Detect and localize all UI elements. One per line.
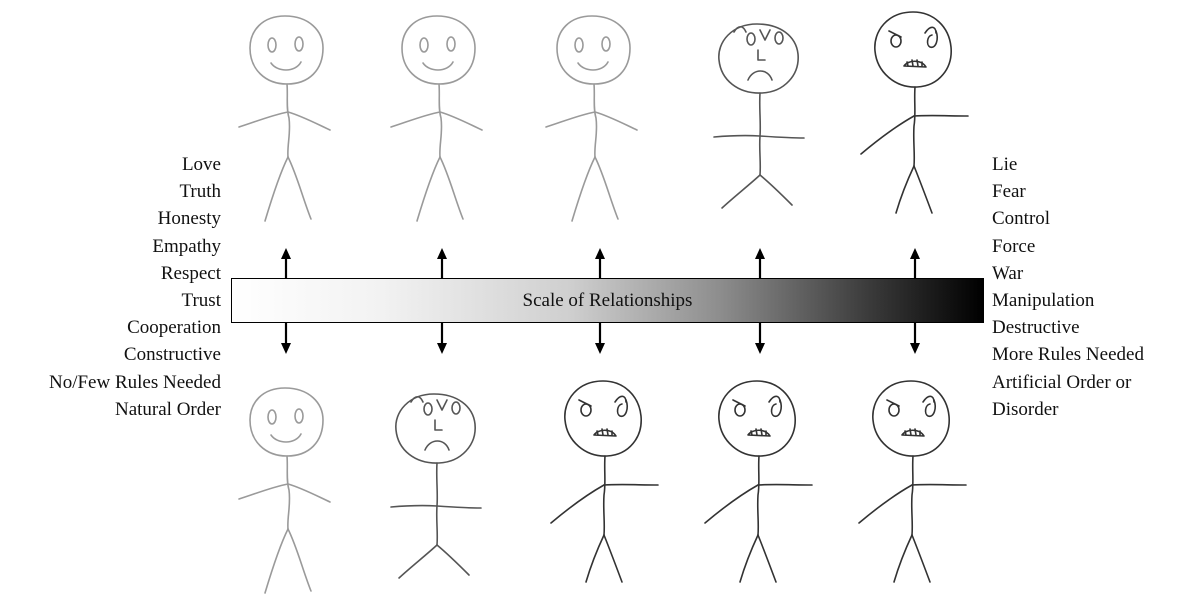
negative-trait: Fear: [992, 181, 1026, 203]
positive-trait: Honesty: [157, 208, 221, 230]
negative-trait: War: [992, 262, 1024, 284]
positive-trait: Love: [181, 154, 221, 175]
arrow-up-icon: [753, 246, 767, 281]
top-figure-5-angry-stick-figure-icon: [860, 11, 969, 214]
positive-trait: Empathy: [152, 235, 221, 257]
bottom-figure-2-sad-stick-figure-icon: [390, 393, 482, 579]
negative-traits-list: Lie Fear Control Force War Manipulation …: [992, 151, 1144, 423]
bottom-figure-4-angry-stick-figure-icon: [704, 380, 813, 583]
positive-trait: Cooperation: [127, 317, 221, 339]
arrow-up-icon: [279, 246, 293, 281]
arrow-up-icon: [908, 246, 922, 281]
positive-traits-list: Love Truth Honesty Empathy Respect Trust…: [49, 151, 221, 423]
bottom-figure-3-angry-stick-figure-icon: [550, 380, 659, 583]
positive-trait: Trust: [181, 290, 221, 312]
arrow-down-icon: [753, 321, 767, 356]
negative-trait: Disorder: [992, 398, 1059, 420]
bottom-figure-1-happy-stick-figure-icon: [238, 387, 331, 594]
positive-trait: Constructive: [123, 344, 221, 366]
top-figure-3-happy-stick-figure-icon: [545, 15, 638, 222]
scale-bar: Scale of Relationships: [231, 278, 984, 323]
negative-trait: Destructive: [992, 317, 1080, 339]
arrow-down-icon: [593, 321, 607, 356]
positive-trait: Truth: [179, 181, 221, 203]
negative-trait: More Rules Needed: [992, 344, 1144, 366]
top-figure-4-sad-stick-figure-icon: [713, 23, 805, 209]
top-figure-2-happy-stick-figure-icon: [390, 15, 483, 222]
negative-trait: Lie: [992, 154, 1018, 175]
top-figure-1-happy-stick-figure-icon: [238, 15, 331, 222]
positive-trait: Natural Order: [114, 398, 221, 420]
negative-trait: Control: [992, 208, 1051, 230]
negative-trait: Manipulation: [992, 290, 1095, 312]
arrow-up-icon: [593, 246, 607, 281]
negative-trait: Artificial Order or: [992, 371, 1132, 393]
arrow-down-icon: [908, 321, 922, 356]
arrow-up-icon: [435, 246, 449, 281]
negative-trait: Force: [992, 235, 1036, 257]
positive-trait: Respect: [160, 262, 221, 284]
arrow-down-icon: [435, 321, 449, 356]
bottom-figure-5-angry-stick-figure-icon: [858, 380, 967, 583]
positive-trait: No/Few Rules Needed: [48, 371, 221, 393]
arrow-down-icon: [279, 321, 293, 356]
scale-label: Scale of Relationships: [522, 289, 693, 311]
